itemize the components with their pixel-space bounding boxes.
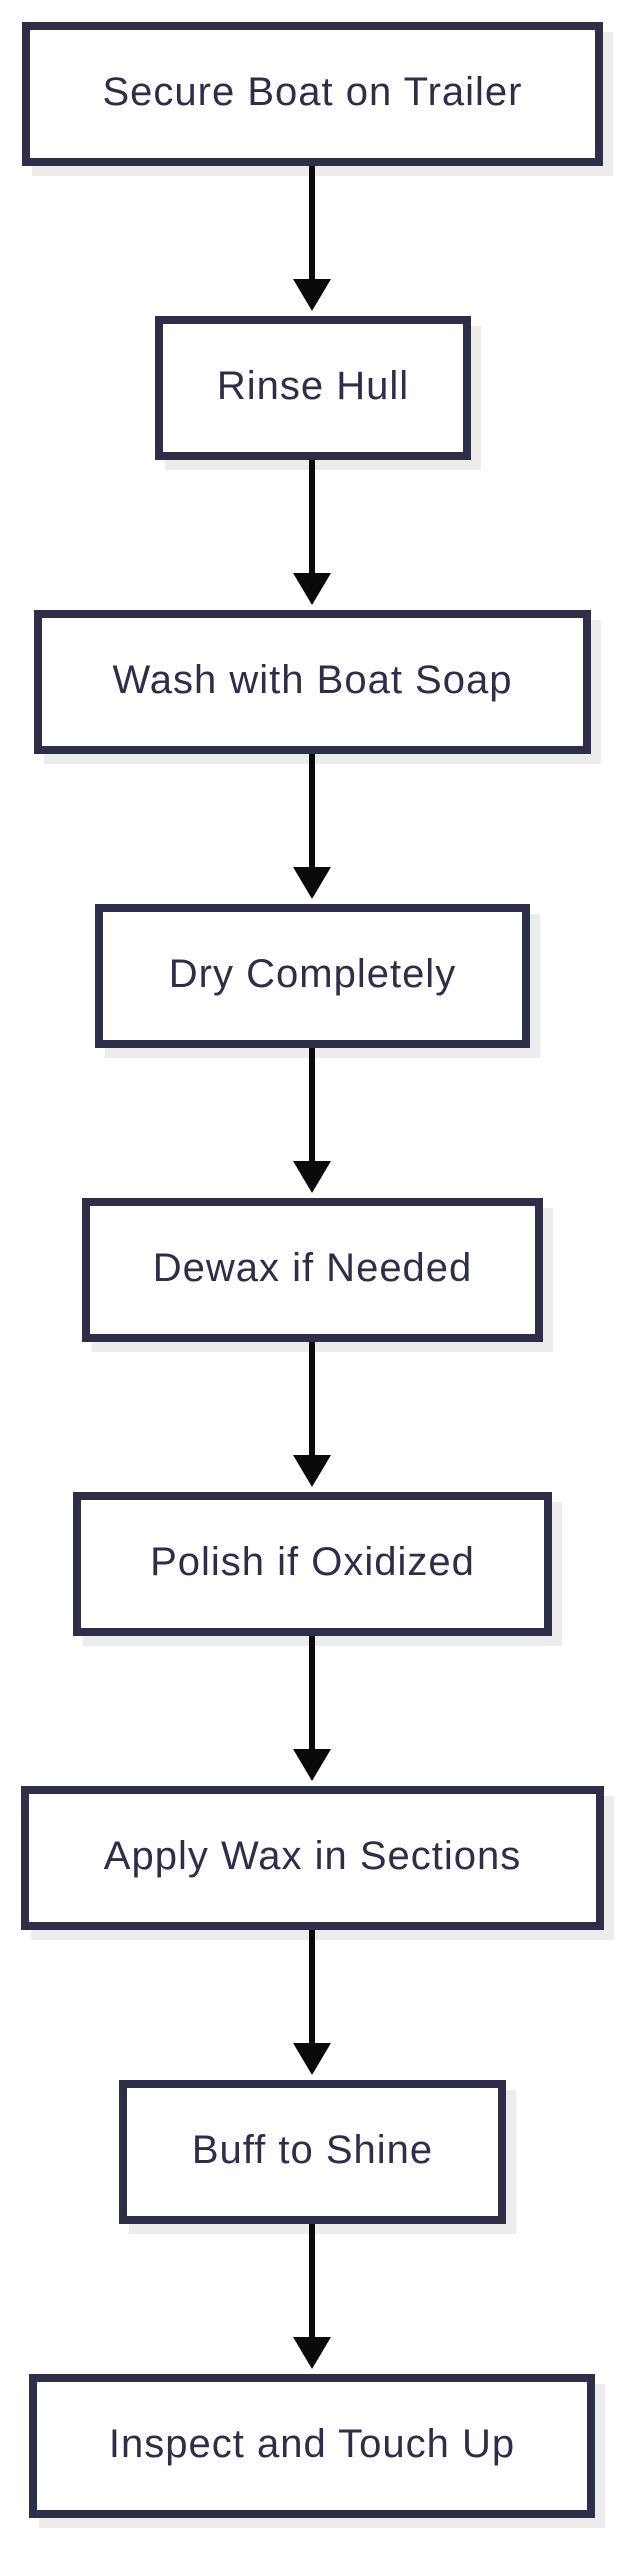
node-label: Buff to Shine (191, 2128, 434, 2172)
arrowhead-down-icon (293, 1161, 331, 1193)
flowchart-node-rinse-hull: Rinse Hull (155, 316, 471, 460)
arrowhead-down-icon (293, 1749, 331, 1781)
arrow-shaft (309, 2224, 315, 2337)
flowchart-node-wash-soap: Wash with Boat Soap (34, 610, 591, 754)
arrow-down-4-5 (289, 1048, 335, 1198)
arrow-shaft (309, 754, 315, 867)
node-label: Dry Completely (168, 952, 457, 996)
arrow-shaft (309, 1048, 315, 1161)
arrowhead-down-icon (293, 573, 331, 605)
arrow-down-5-6 (289, 1342, 335, 1492)
arrow-down-3-4 (289, 754, 335, 904)
arrow-down-7-8 (289, 1930, 335, 2080)
arrowhead-down-icon (293, 867, 331, 899)
node-label: Inspect and Touch Up (108, 2422, 516, 2466)
node-label: Wash with Boat Soap (112, 658, 513, 702)
node-label: Polish if Oxidized (150, 1540, 475, 1584)
arrowhead-down-icon (293, 279, 331, 311)
flowchart-node-buff: Buff to Shine (119, 2080, 506, 2224)
flowchart-node-dewax: Dewax if Needed (82, 1198, 543, 1342)
flowchart-node-inspect: Inspect and Touch Up (29, 2374, 595, 2518)
arrow-down-8-9 (289, 2224, 335, 2374)
flowchart-node-dry: Dry Completely (95, 904, 530, 1048)
flowchart-node-secure-boat: Secure Boat on Trailer (22, 22, 603, 166)
node-label: Dewax if Needed (152, 1246, 473, 1290)
arrow-down-6-7 (289, 1636, 335, 1786)
node-label: Apply Wax in Sections (103, 1834, 522, 1878)
arrowhead-down-icon (293, 2043, 331, 2075)
flowchart-node-apply-wax: Apply Wax in Sections (21, 1786, 604, 1930)
arrow-shaft (309, 1930, 315, 2043)
arrow-down-1-2 (289, 166, 335, 316)
arrowhead-down-icon (293, 2337, 331, 2369)
node-label: Rinse Hull (216, 364, 410, 408)
flowchart-node-polish: Polish if Oxidized (73, 1492, 552, 1636)
arrow-shaft (309, 1342, 315, 1455)
arrow-down-2-3 (289, 460, 335, 610)
arrow-shaft (309, 460, 315, 573)
arrow-shaft (309, 1636, 315, 1749)
node-label: Secure Boat on Trailer (102, 70, 523, 114)
arrow-shaft (309, 166, 315, 279)
arrowhead-down-icon (293, 1455, 331, 1487)
